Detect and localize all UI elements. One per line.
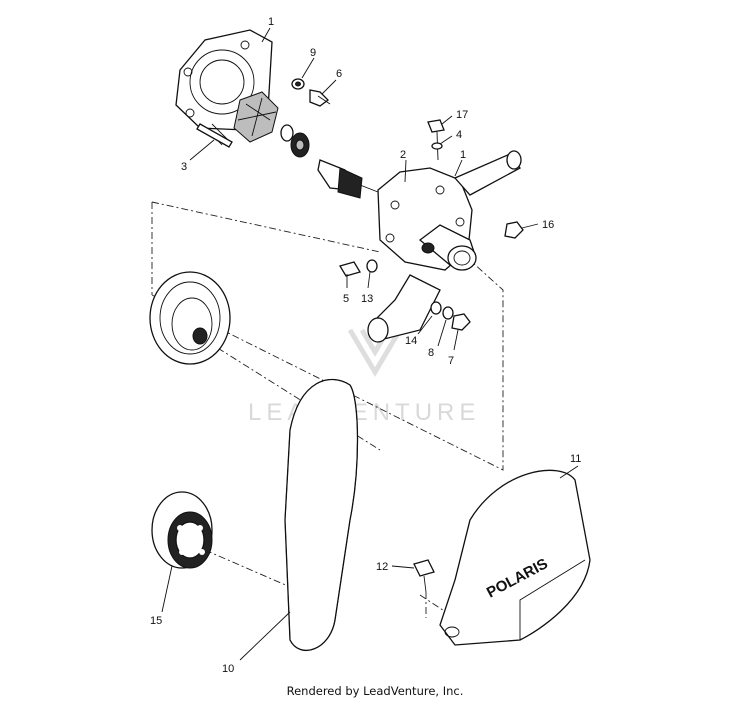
bolt-17 [427, 119, 445, 161]
callout-12: 12 [376, 561, 388, 573]
washer-9 [291, 78, 305, 90]
callout-5: 5 [343, 293, 349, 305]
footer-credit: Rendered by LeadVenture, Inc. [286, 684, 464, 698]
callout-6: 6 [336, 68, 342, 80]
pump-body [367, 150, 522, 343]
washer-14 [430, 301, 442, 315]
callout-10: 10 [222, 663, 234, 675]
leader-lines [161, 27, 579, 661]
washer-13 [366, 259, 378, 273]
callout-1-cover: 1 [268, 16, 274, 28]
callout-7: 7 [448, 355, 454, 367]
callout-9: 9 [310, 47, 316, 59]
callout-16: 16 [542, 219, 554, 231]
callout-labels: 1 9 6 3 17 4 2 1 16 5 13 14 8 7 11 12 15… [150, 16, 581, 675]
callout-1-body: 1 [460, 149, 466, 161]
bolt-6 [309, 89, 331, 107]
shaft-assembly [280, 124, 379, 199]
nut-7 [451, 313, 471, 331]
callout-11: 11 [570, 453, 581, 465]
callout-2: 2 [400, 149, 406, 161]
watermark: LEADVENTURE [248, 328, 480, 426]
belt-guard-cover: POLARIS [439, 469, 591, 646]
upper-pulley [149, 271, 231, 365]
washer-8 [442, 306, 454, 320]
callout-13: 13 [361, 293, 373, 305]
callout-14: 14 [405, 335, 417, 347]
nut-16 [504, 221, 524, 239]
stud-3 [196, 123, 233, 148]
fitting-5 [339, 261, 361, 277]
callout-8: 8 [428, 347, 434, 359]
bolt-12 [413, 559, 435, 618]
callout-17: 17 [456, 109, 468, 121]
washer-4 [431, 142, 443, 150]
lower-pulley [151, 491, 213, 569]
callout-15: 15 [150, 615, 162, 627]
impeller [233, 91, 279, 143]
callout-3: 3 [181, 161, 187, 173]
watermark-text: LEADVENTURE [248, 399, 480, 426]
callout-4: 4 [456, 129, 462, 141]
drive-belt [284, 378, 359, 651]
